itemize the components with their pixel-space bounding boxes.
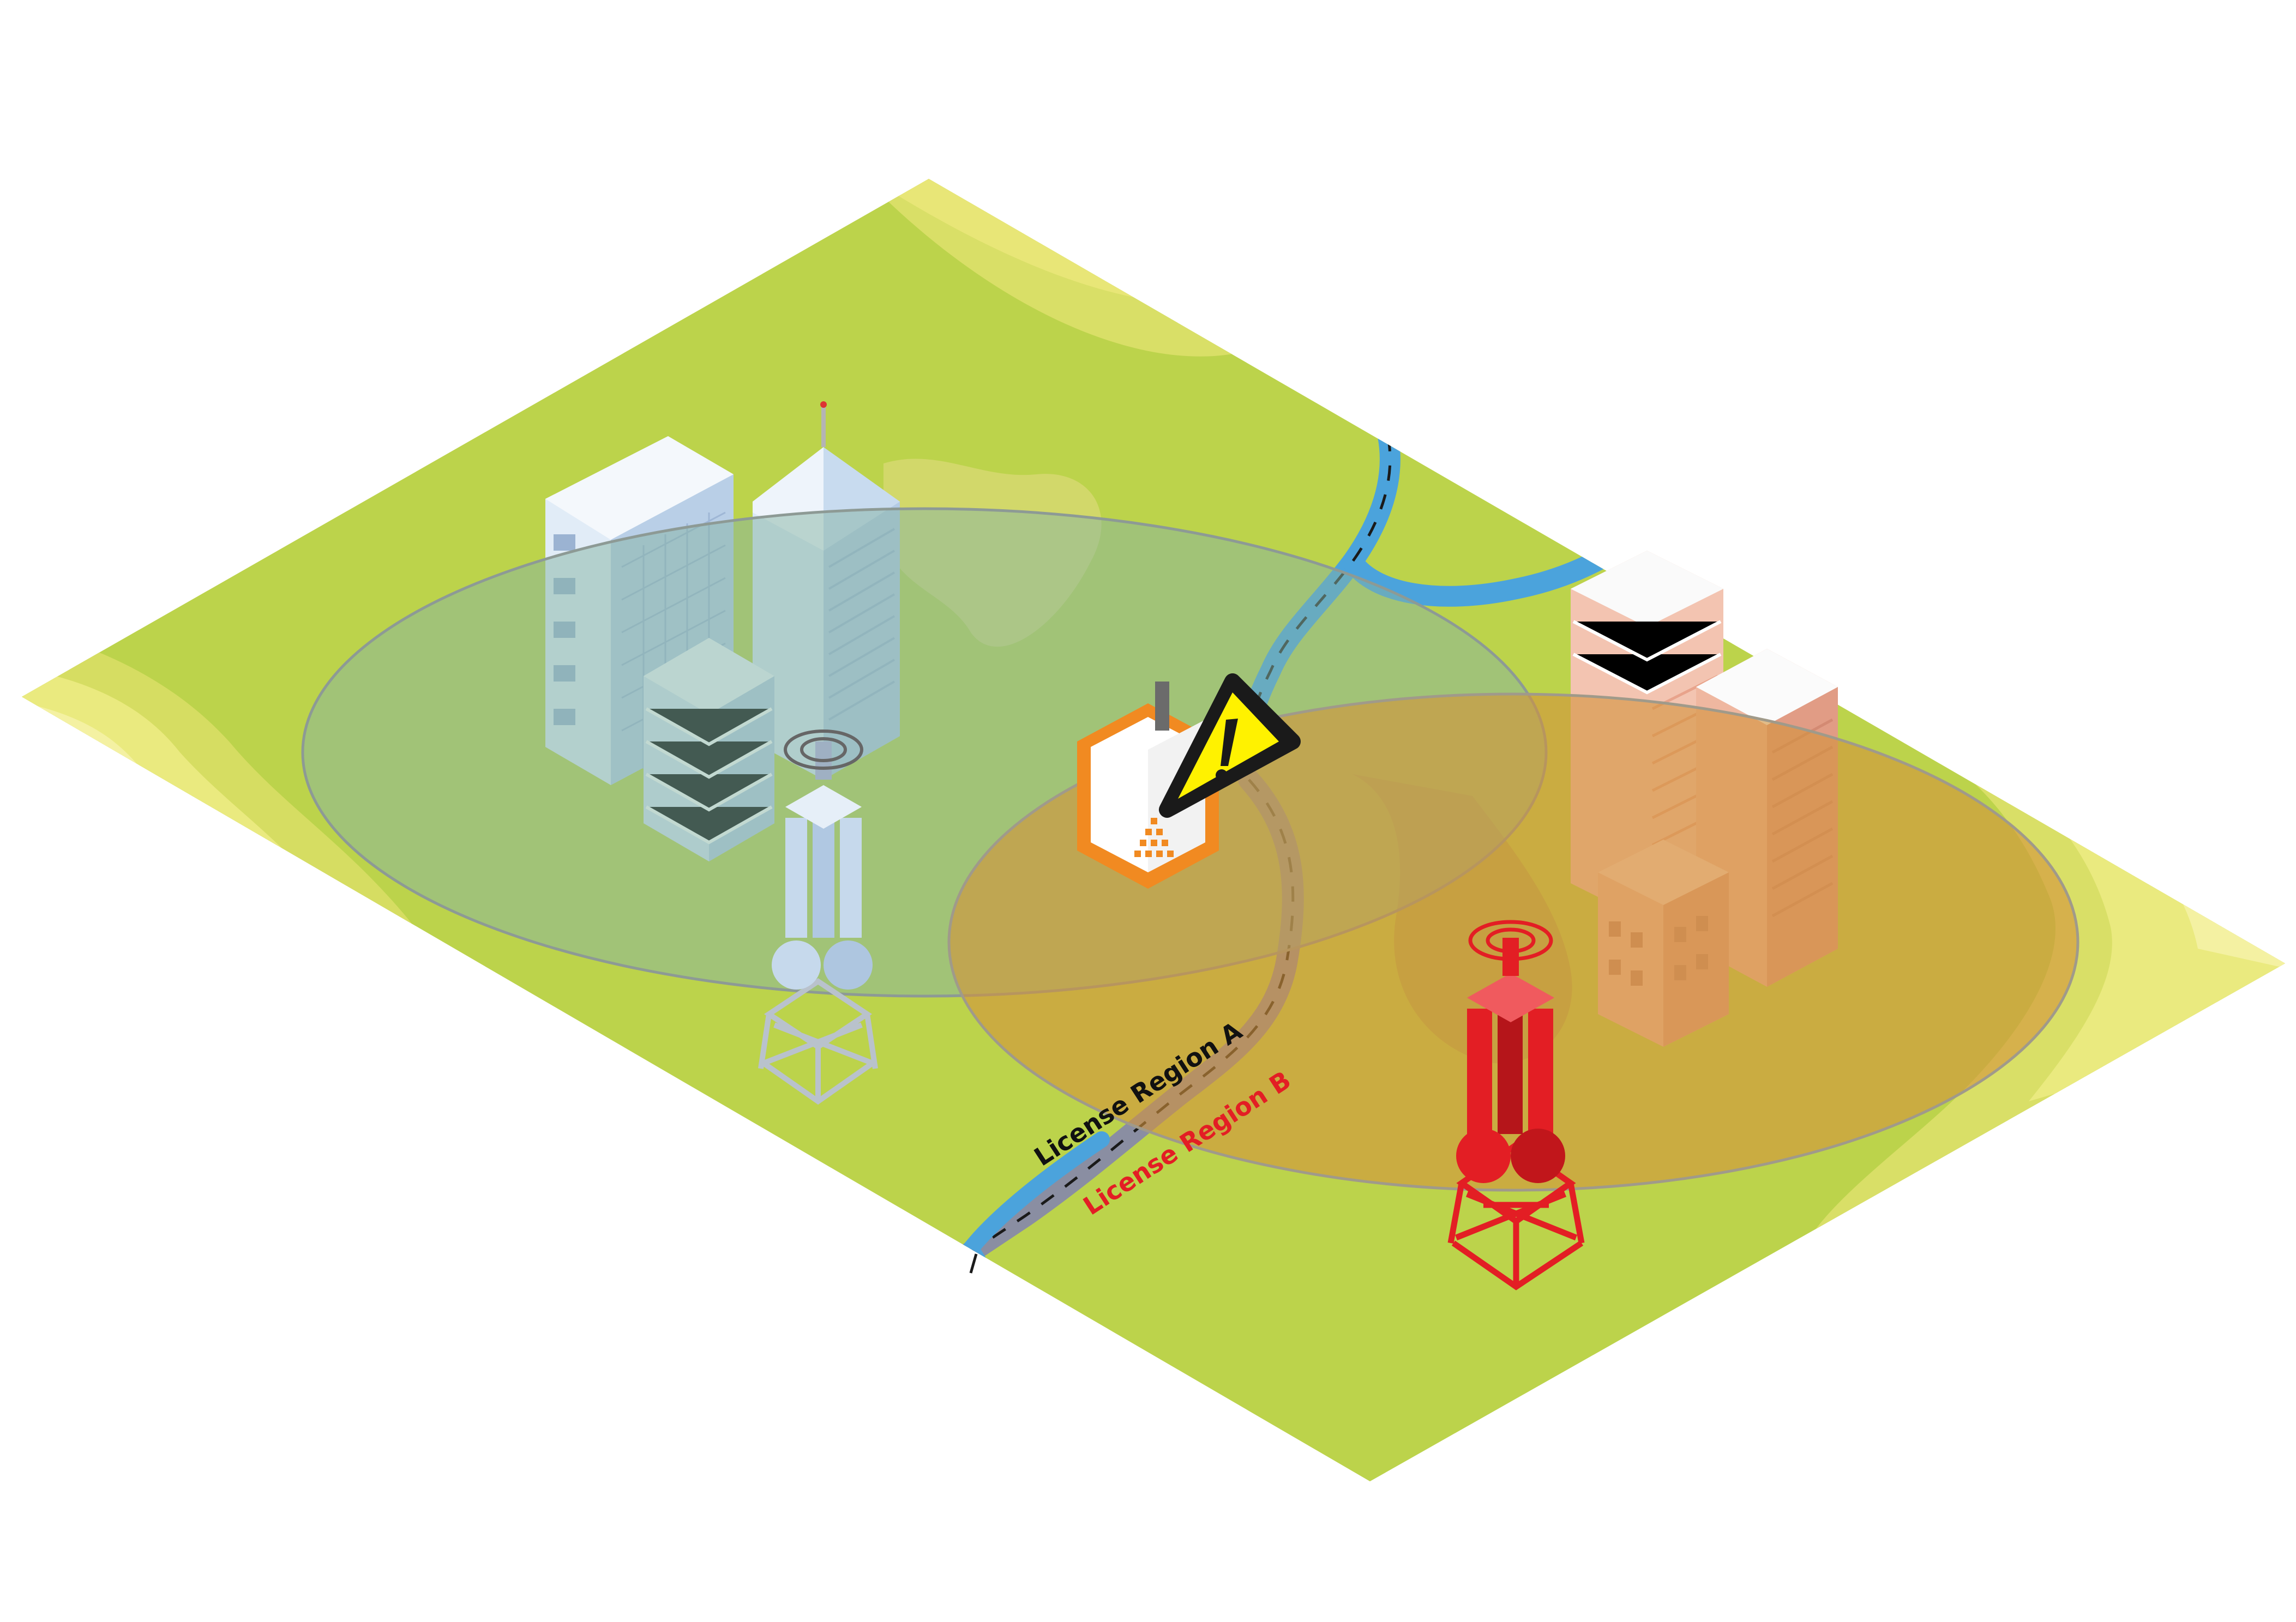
region-boundary-line <box>969 1253 978 1274</box>
small-cell-device-icon <box>1077 682 1219 889</box>
cell-tower-region-b <box>1447 920 1585 1291</box>
cell-tower-region-a <box>758 978 878 1105</box>
cell-tower-icon <box>772 729 873 990</box>
warning-triangle-icon <box>1159 673 1301 818</box>
